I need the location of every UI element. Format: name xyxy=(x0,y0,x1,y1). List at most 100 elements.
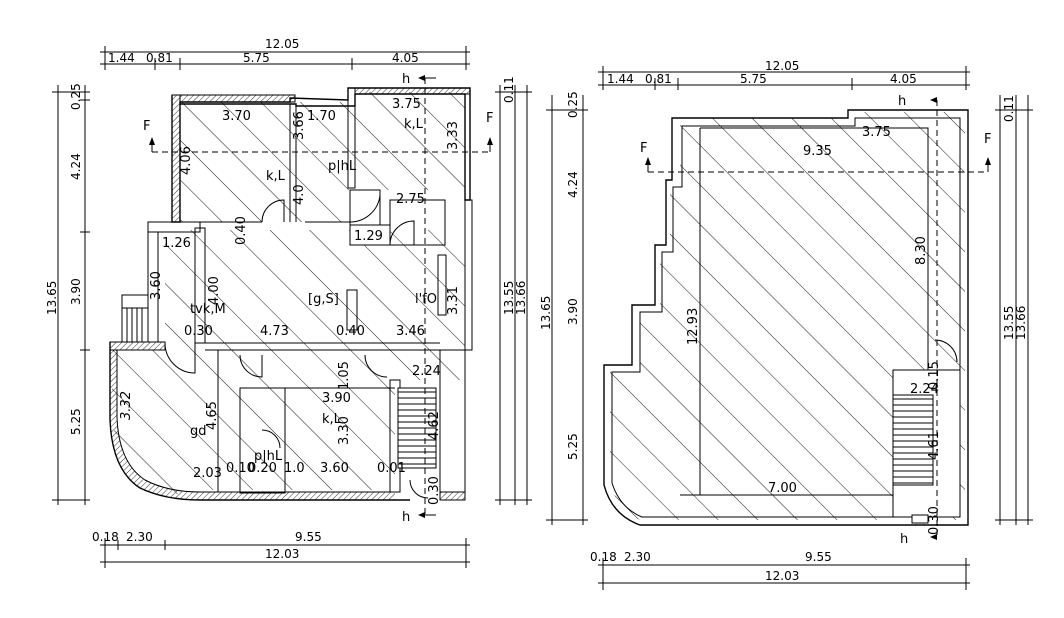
dim-129: 1.29 xyxy=(354,229,383,244)
section-f-right: F xyxy=(486,111,493,126)
hall-name: [g,S] xyxy=(308,292,339,307)
section-f-left: F xyxy=(143,119,150,134)
dim-right-b: 13.55 xyxy=(502,281,516,315)
dim-030b: 0.30 xyxy=(427,476,442,505)
roof-dim-bottom-total: 12.03 xyxy=(765,569,799,583)
dim-040a: 0.40 xyxy=(234,216,249,245)
roof-dim-right-a: 0.11 xyxy=(1002,95,1016,122)
room2-width: 3.75 xyxy=(392,97,421,112)
door-swings xyxy=(164,194,429,499)
roof-dim-bottom-b: 2.30 xyxy=(624,550,651,564)
roof-dim-left-total: 13.65 xyxy=(539,296,553,330)
dim-top-a: 1.44 xyxy=(108,51,135,65)
roof-dim-bottom-c: 9.55 xyxy=(805,550,832,564)
roof-dim-935: 9.35 xyxy=(803,144,832,159)
office-name: l'fO xyxy=(415,292,437,307)
dim-462: 4.62 xyxy=(427,411,442,440)
roof-plan: 12.05 1.44 0.81 5.75 4.05 0.25 4.24 13.6… xyxy=(539,59,1033,590)
dim-top-b: 0.81 xyxy=(146,51,173,65)
roof-outline xyxy=(603,109,969,526)
dim-366: 3.66 xyxy=(292,111,307,140)
roof-dimension-lines xyxy=(546,66,1033,590)
dim-010a: 0.10 xyxy=(226,461,255,476)
roof-dim-top-b: 0.81 xyxy=(645,72,672,86)
dim-bottom-b: 2.30 xyxy=(126,530,153,544)
roof-dim-left-d: 5.25 xyxy=(566,433,580,460)
roof-dim-top-c: 5.75 xyxy=(740,72,767,86)
roof-dim-bottom-a: 0.18 xyxy=(590,550,617,564)
entry-name: tvk,M xyxy=(190,302,226,317)
roof-dim-top-total: 12.05 xyxy=(765,59,799,73)
dim-360v: 3.60 xyxy=(149,271,164,300)
dim-346: 3.46 xyxy=(396,324,425,339)
section-lines xyxy=(149,75,493,518)
dim-105: 1.05 xyxy=(337,361,352,390)
dim-332: 3.32 xyxy=(119,391,134,420)
roof-labels: 3.75 9.35 8.30 12.93 2.24 4.61 7.00 0.30… xyxy=(640,94,991,547)
dim-top-d: 4.05 xyxy=(392,51,419,65)
staircase xyxy=(397,387,437,469)
roof-dim-224: 2.24 xyxy=(910,382,939,397)
entrance-steps xyxy=(121,307,149,343)
dim-left-c: 3.90 xyxy=(69,278,83,305)
dim-400: 4.00 xyxy=(207,276,222,305)
interior-walls xyxy=(165,104,465,494)
dim-left-d: 5.25 xyxy=(69,408,83,435)
dimension-labels: 12.05 1.44 0.81 5.75 4.05 13.65 0.25 4.2… xyxy=(45,37,528,561)
dim-331: 3.31 xyxy=(446,286,461,315)
roof-section-h-top: h xyxy=(898,94,906,109)
roof-hatch xyxy=(610,112,965,520)
section-h-bottom: h xyxy=(402,510,410,525)
roof-dim-left-c: 3.90 xyxy=(566,298,580,325)
dim-001: 0.01 xyxy=(377,461,406,476)
room4-name: k,L xyxy=(322,412,342,427)
roof-dim-030: 0.30 xyxy=(927,506,942,535)
dim-040b: 0.40 xyxy=(336,324,365,339)
room1-height: 4.06 xyxy=(179,146,194,175)
dim-390: 3.90 xyxy=(322,391,351,406)
dim-330: 3.30 xyxy=(337,416,352,445)
dim-473: 4.73 xyxy=(260,324,289,339)
dim-bottom-a: 0.18 xyxy=(92,530,119,544)
dim-right-a: 0.11 xyxy=(502,76,516,103)
dim-left-a: 0.25 xyxy=(69,83,83,110)
dim-224: 2.24 xyxy=(412,364,441,379)
roof-dim-top-a: 1.44 xyxy=(607,72,634,86)
roof-dim-left-b: 4.24 xyxy=(566,171,580,198)
dim-top-total: 12.05 xyxy=(265,37,299,51)
roof-dim-015: 0.15 xyxy=(927,361,942,390)
ground-floor-plan: 12.05 1.44 0.81 5.75 4.05 13.65 0.25 4.2… xyxy=(45,37,532,568)
roof-dim-830: 8.30 xyxy=(914,236,929,265)
roof-dim-461: 4.61 xyxy=(927,431,942,460)
roof-dim-1293: 12.93 xyxy=(686,308,701,345)
roof-dim-left-a: 0.25 xyxy=(566,91,580,118)
bath2-name: p|hL xyxy=(254,449,283,464)
dim-030: 0.30 xyxy=(184,324,213,339)
roof-dim-700: 7.00 xyxy=(768,481,797,496)
section-h-top: h xyxy=(402,72,410,87)
dim-240: 4.0 xyxy=(292,184,307,205)
floor-hatch xyxy=(112,92,465,495)
roof-dim-right-b: 13.55 xyxy=(1002,306,1016,340)
roof-section-h-bottom: h xyxy=(900,532,908,547)
dim-010b: 1.0 xyxy=(284,461,305,476)
room3-name: gd xyxy=(190,424,207,439)
roof-dim-375: 3.75 xyxy=(862,125,891,140)
roof-section-f-left: F xyxy=(640,141,647,156)
dim-360h: 3.60 xyxy=(320,461,349,476)
room2-height: 3.33 xyxy=(446,121,461,150)
roof-section-lines xyxy=(645,97,991,540)
dim-right-c: 13.66 xyxy=(514,281,528,315)
dim-275: 2.75 xyxy=(396,192,425,207)
dim-bottom-c: 9.55 xyxy=(295,530,322,544)
dim-465: 4.65 xyxy=(205,401,220,430)
room-labels: 3.70 4.06 k,L 1.70 3.66 3.75 k,L 3.33 p|… xyxy=(119,72,493,525)
roof-section-f-right: F xyxy=(984,132,991,147)
dim-126: 1.26 xyxy=(162,236,191,251)
room1-width: 3.70 xyxy=(222,109,251,124)
roof-dim-top-d: 4.05 xyxy=(890,72,917,86)
dim-203: 2.03 xyxy=(193,466,222,481)
dimension-lines xyxy=(52,46,532,568)
room2-name: k,L xyxy=(404,117,424,132)
